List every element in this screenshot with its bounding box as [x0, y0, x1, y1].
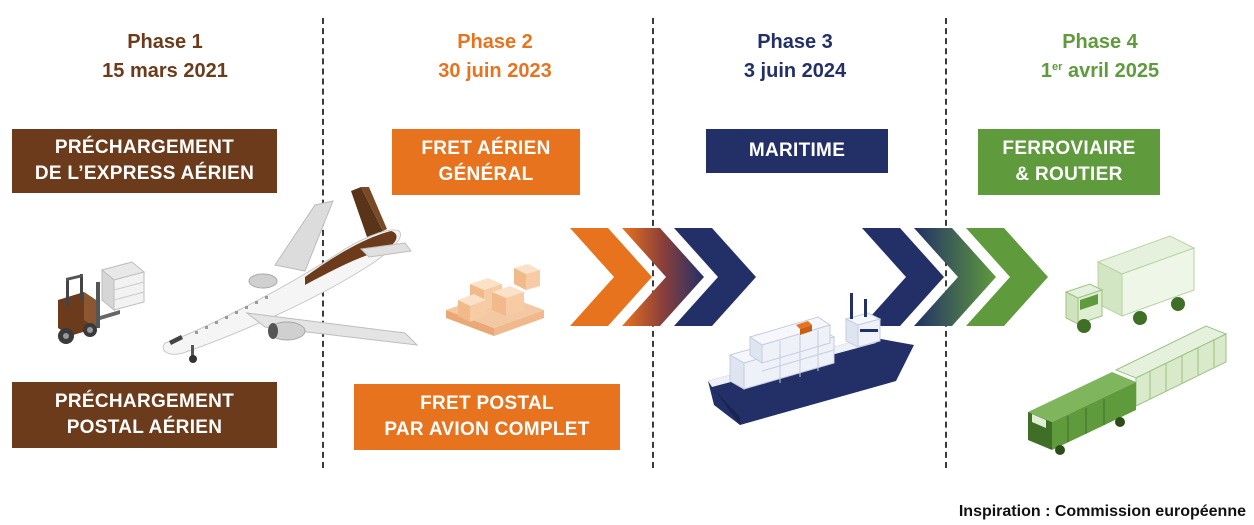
phase-4-date-sup: er [1051, 61, 1063, 73]
label-rail-road-text: FERROVIAIRE & ROUTIER [1002, 138, 1136, 185]
cargo-ship-icon [708, 293, 914, 425]
forklift-icon [58, 261, 146, 344]
label-maritime: MARITIME [706, 129, 888, 173]
label-postal-air-text: PRÉCHARGEMENT POSTAL AÉRIEN [54, 391, 235, 438]
phase-4-date-day: 1 [1040, 60, 1052, 82]
label-maritime-text: MARITIME [748, 140, 846, 161]
airplane-icon [162, 187, 419, 363]
label-rail-road: FERROVIAIRE & ROUTIER [978, 129, 1160, 195]
phase-divider-1 [322, 18, 324, 468]
chevron-1a [570, 228, 652, 326]
parcels-icon [446, 264, 544, 336]
label-postal-freight: FRET POSTAL PAR AVION COMPLET [354, 384, 620, 450]
phase-1-title: Phase 1 [127, 31, 203, 53]
label-general-air-freight: FRET AÉRIEN GÉNÉRAL [392, 129, 580, 195]
phase-3-date: 3 juin 2024 [743, 60, 847, 82]
chevron-2c [966, 228, 1048, 326]
phase-4-date: 1er avril 2025 [975, 57, 1225, 86]
train-icon [1028, 325, 1228, 455]
label-postal-air: PRÉCHARGEMENT POSTAL AÉRIEN [12, 382, 277, 448]
phase-4-title: Phase 4 [1062, 31, 1138, 53]
chevron-2a [862, 228, 944, 326]
phase-1-heading: Phase 1 15 mars 2021 [40, 28, 290, 86]
phase-3-heading: Phase 3 3 juin 2024 [670, 28, 920, 86]
phase-2-title: Phase 2 [457, 31, 533, 53]
chevron-1c [674, 228, 756, 326]
label-postal-freight-text: FRET POSTAL PAR AVION COMPLET [384, 393, 590, 440]
chevrons-icon [862, 228, 1048, 326]
phase-2-date: 30 juin 2023 [438, 60, 552, 82]
chevron-2b [914, 228, 996, 326]
label-express-air-text: PRÉCHARGEMENT DE L’EXPRESS AÉRIEN [34, 137, 255, 184]
phase-1-date: 15 mars 2021 [102, 60, 228, 82]
label-general-air-freight-text: FRET AÉRIEN GÉNÉRAL [421, 138, 551, 185]
chevrons-icon [570, 228, 756, 326]
phase-2-heading: Phase 2 30 juin 2023 [370, 28, 620, 86]
label-express-air: PRÉCHARGEMENT DE L’EXPRESS AÉRIEN [12, 129, 277, 193]
source-credit: Inspiration : Commission européenne [958, 503, 1246, 520]
chevron-1b [622, 228, 704, 326]
truck-icon [1064, 235, 1196, 333]
phase-4-date-rest: avril 2025 [1062, 60, 1160, 82]
phase-4-heading: Phase 4 1er avril 2025 [975, 28, 1225, 86]
phase-3-title: Phase 3 [757, 31, 833, 53]
